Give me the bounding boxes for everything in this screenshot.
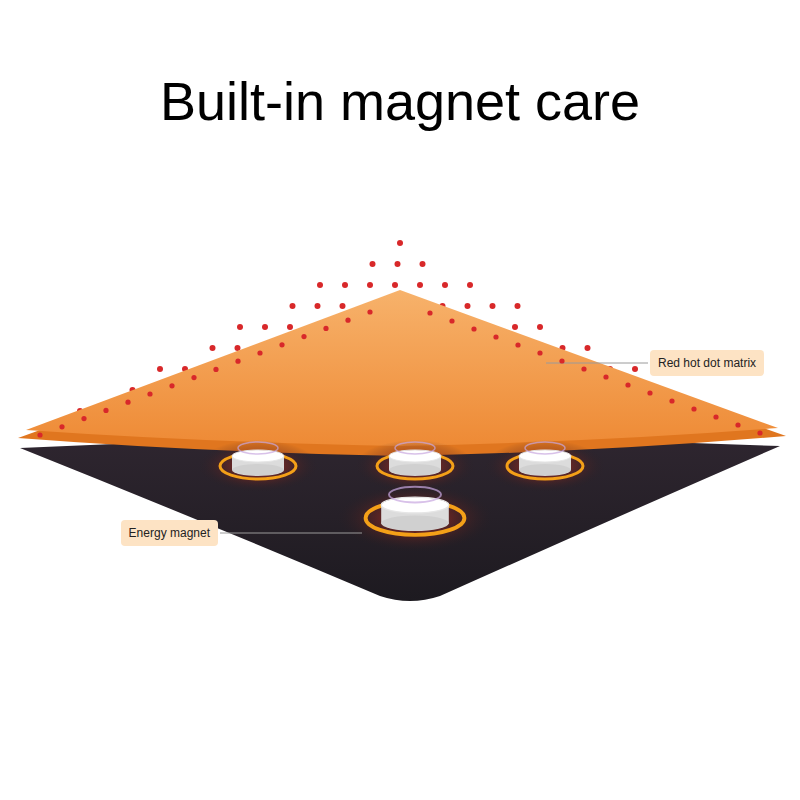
red-dot [147, 391, 152, 396]
red-dot [471, 326, 476, 331]
red-dot [490, 303, 496, 309]
red-dot [625, 382, 630, 387]
red-dot [370, 261, 376, 267]
energy-magnet [337, 484, 493, 552]
red-dot [512, 324, 518, 330]
label-text: Energy magnet [129, 526, 210, 540]
red-dot [581, 366, 586, 371]
red-dot [81, 416, 86, 421]
red-dot [301, 334, 306, 339]
red-dot [392, 282, 398, 288]
red-dot [442, 282, 448, 288]
red-dot [647, 390, 652, 395]
red-dot [537, 350, 542, 355]
red-dot [603, 374, 608, 379]
red-dot [287, 324, 293, 330]
red-dot [493, 334, 498, 339]
red-dot [157, 366, 163, 372]
red-dot [367, 309, 372, 314]
red-dot [467, 282, 473, 288]
red-dot [515, 303, 521, 309]
red-dot [323, 326, 328, 331]
red-dot [169, 383, 174, 388]
red-dot [103, 408, 108, 413]
red-dot [585, 345, 591, 351]
red-dot [340, 303, 346, 309]
red-dot [262, 324, 268, 330]
red-dot [279, 342, 284, 347]
orange-front-layer [26, 290, 778, 446]
red-dot [59, 424, 64, 429]
red-dot [315, 303, 321, 309]
label-text: Red hot dot matrix [658, 356, 756, 370]
leader-line [220, 533, 362, 534]
red-dot [235, 359, 240, 364]
red-dot [669, 398, 674, 403]
red-dot [691, 406, 696, 411]
red-dot [210, 345, 216, 351]
red-dot [417, 282, 423, 288]
red-dot [397, 240, 403, 246]
red-dot [632, 366, 638, 372]
red-dot [735, 422, 740, 427]
energy-magnet [485, 440, 605, 492]
red-dot [559, 358, 564, 363]
red-dot [342, 282, 348, 288]
red-dot [537, 324, 543, 330]
red-dot [257, 350, 262, 355]
red-dot [345, 318, 350, 323]
red-dot [465, 303, 471, 309]
red-dot [125, 400, 130, 405]
red-dot [317, 282, 323, 288]
dark-base-layer [20, 432, 780, 601]
red-dot [757, 430, 762, 435]
red-dot [449, 318, 454, 323]
red-dot [420, 261, 426, 267]
red-dot [237, 324, 243, 330]
red-dot [37, 432, 42, 437]
red-dot [427, 310, 432, 315]
red-dot [395, 261, 401, 267]
red-dot [713, 414, 718, 419]
red-dot [191, 375, 196, 380]
red-dot [515, 342, 520, 347]
callout-label: Energy magnet [121, 520, 218, 546]
red-dot [290, 303, 296, 309]
energy-magnet [198, 440, 318, 492]
title: Built-in magnet care [0, 72, 800, 131]
red-dot [213, 367, 218, 372]
callout-label: Red hot dot matrix [650, 350, 764, 376]
red-dot [367, 282, 373, 288]
magnets [198, 440, 605, 552]
